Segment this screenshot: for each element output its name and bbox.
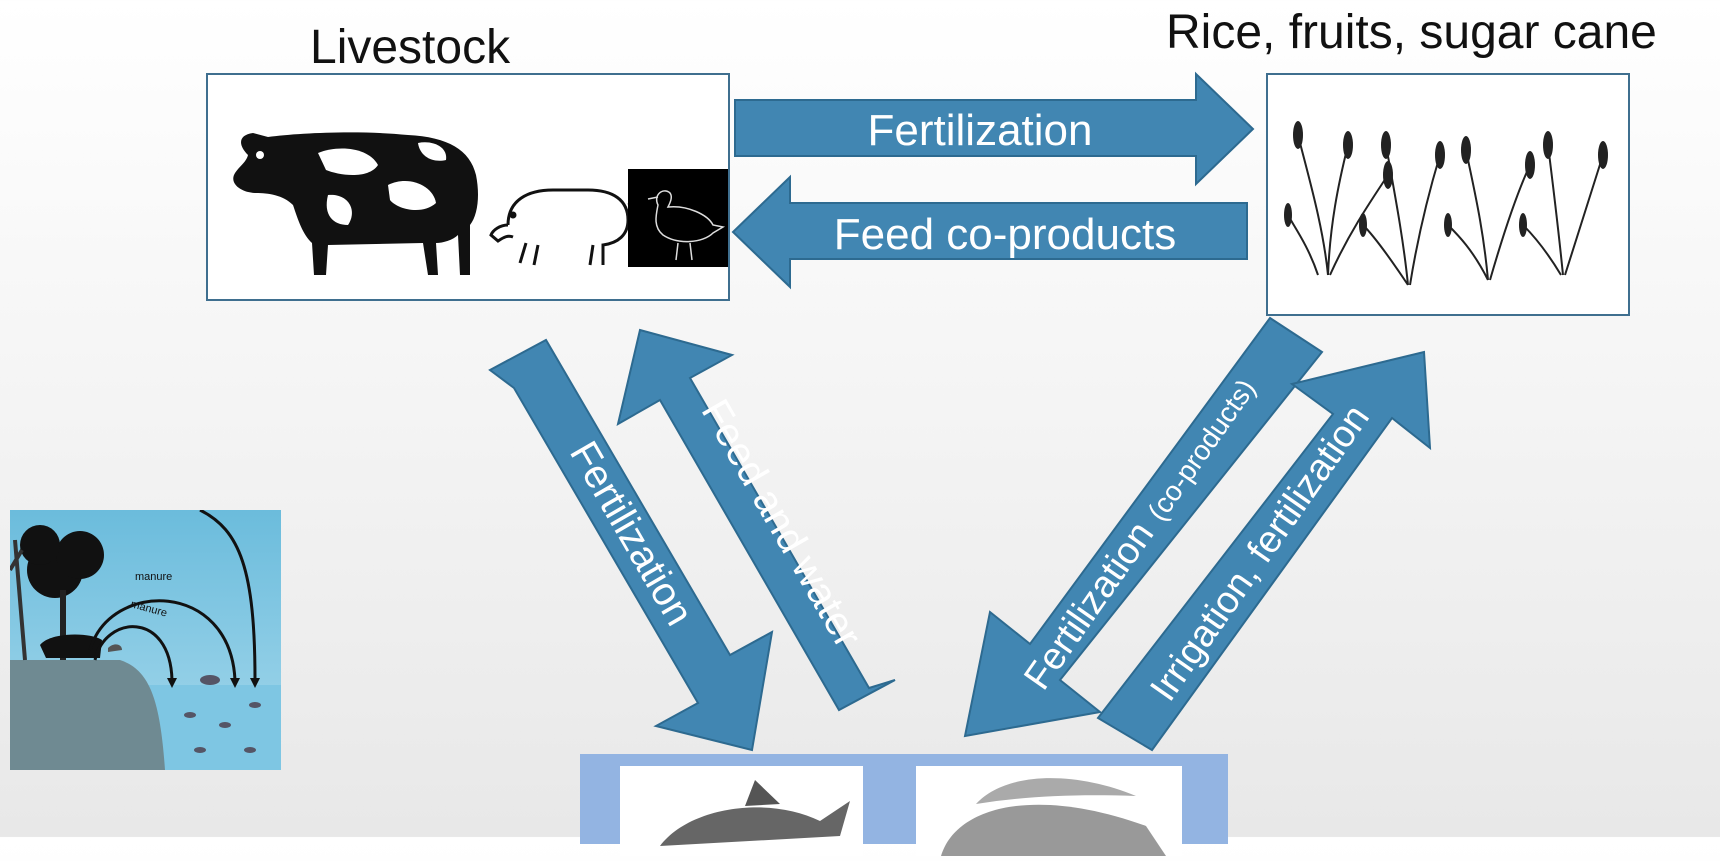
- crops-box: [1266, 73, 1630, 316]
- arrow-feed-coproducts-crops-to-livestock: Feed co-products: [731, 174, 1248, 290]
- arrow-fertilization-livestock-to-crops: Fertilization: [734, 71, 1255, 187]
- arrow-label-left-down: Fertilization: [561, 434, 701, 633]
- inset-manure-diagram: manure manure: [10, 510, 281, 770]
- inset-label-manure-1: manure: [135, 571, 172, 583]
- cow-icon: [233, 132, 478, 275]
- livestock-box: [206, 73, 730, 301]
- arrow-label-top-right: Fertilization: [868, 106, 1093, 155]
- arrow-label-top-left: Feed co-products: [834, 210, 1176, 259]
- livestock-label: Livestock: [310, 21, 511, 74]
- tilapia-fish-icon: [941, 778, 1166, 856]
- carp-fish-icon: [660, 780, 850, 846]
- carp-fish-box: [620, 766, 863, 856]
- tilapia-fish-box: [916, 766, 1182, 856]
- rice-plant-icon: [1284, 121, 1608, 286]
- arrow-label-left-up: Feed and water: [693, 392, 870, 655]
- crops-label: Rice, fruits, sugar cane: [1166, 6, 1657, 59]
- duck-icon: [628, 169, 728, 267]
